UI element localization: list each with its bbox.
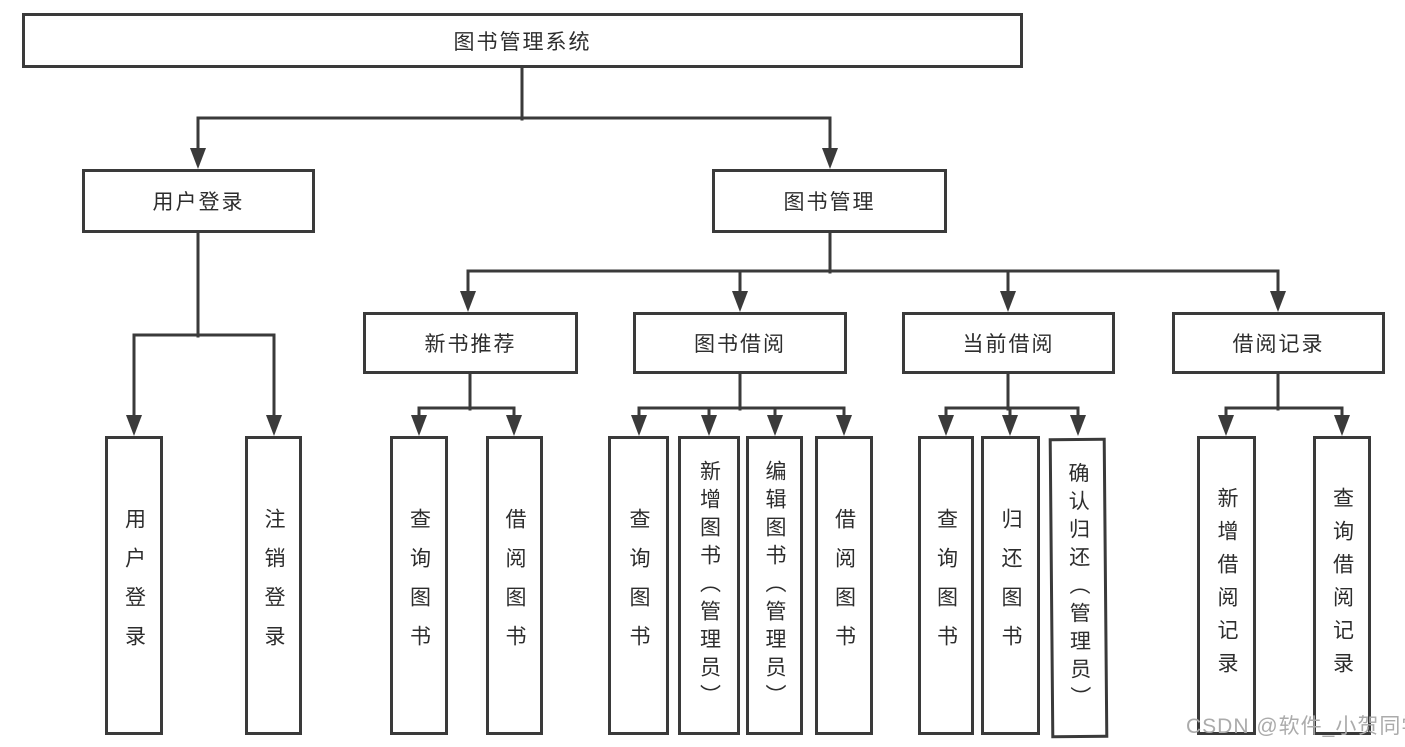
node-label: 图书管理系统: [453, 30, 592, 54]
node-label: 查询图书: [627, 507, 650, 664]
leaf-return-book: 归还图书: [981, 436, 1040, 735]
node-label: 注销登录: [262, 507, 285, 664]
leaf-query-borrow-record: 查询借阅记录: [1313, 436, 1371, 735]
node-label: 用户登录: [122, 507, 146, 664]
node-label: 借阅记录: [1232, 333, 1325, 356]
node-label: 新增借阅记录: [1215, 486, 1238, 685]
node-label: 借阅图书: [503, 507, 526, 664]
node-label: 借阅图书: [832, 507, 856, 664]
leaf-add-borrow-record: 新增借阅记录: [1197, 436, 1256, 735]
leaf-borrow-book: 借阅图书: [815, 436, 873, 735]
node-book-borrow: 图书借阅: [633, 312, 847, 374]
node-borrow-record: 借阅记录: [1172, 312, 1385, 374]
leaf-query-book-current: 查询图书: [918, 436, 974, 735]
node-label: 新书推荐: [424, 333, 517, 356]
node-current-borrow: 当前借阅: [902, 312, 1115, 374]
node-label: 归还图书: [999, 507, 1022, 664]
leaf-borrow-book-recommend: 借阅图书: [486, 436, 543, 735]
node-label: 查询图书: [407, 507, 431, 664]
tree-edges: [132, 66, 1344, 423]
node-book-management: 图书管理: [712, 169, 947, 233]
node-new-book-recommend: 新书推荐: [363, 312, 578, 374]
leaf-query-book-borrow: 查询图书: [608, 436, 669, 735]
leaf-edit-book-admin: 编辑图书（管理员）: [746, 436, 803, 735]
leaf-query-book-recommend: 查询图书: [390, 436, 448, 735]
arrowheads: [126, 148, 1350, 436]
node-label: 查询图书: [934, 507, 958, 664]
node-label: 图书管理: [783, 191, 876, 214]
node-label: 当前借阅: [962, 333, 1055, 356]
leaf-add-book-admin: 新增图书（管理员）: [678, 436, 740, 735]
node-label: 图书借阅: [694, 333, 786, 356]
csdn-watermark: CSDN @软件_小贺同学: [1186, 715, 1405, 738]
node-label: 查询借阅记录: [1330, 486, 1354, 685]
leaf-user-login: 用户登录: [105, 436, 163, 735]
leaf-confirm-return-admin: 确认归还（管理员）: [1048, 437, 1109, 739]
leaf-logout: 注销登录: [245, 436, 302, 735]
node-label: 编辑图书（管理员）: [763, 459, 786, 712]
node-library-management-system: 图书管理系统: [22, 13, 1023, 68]
node-label: 用户登录: [152, 191, 245, 214]
node-label: 确认归还（管理员）: [1065, 461, 1092, 715]
node-user-login: 用户登录: [82, 169, 315, 233]
node-label: 新增图书（管理员）: [697, 459, 721, 712]
